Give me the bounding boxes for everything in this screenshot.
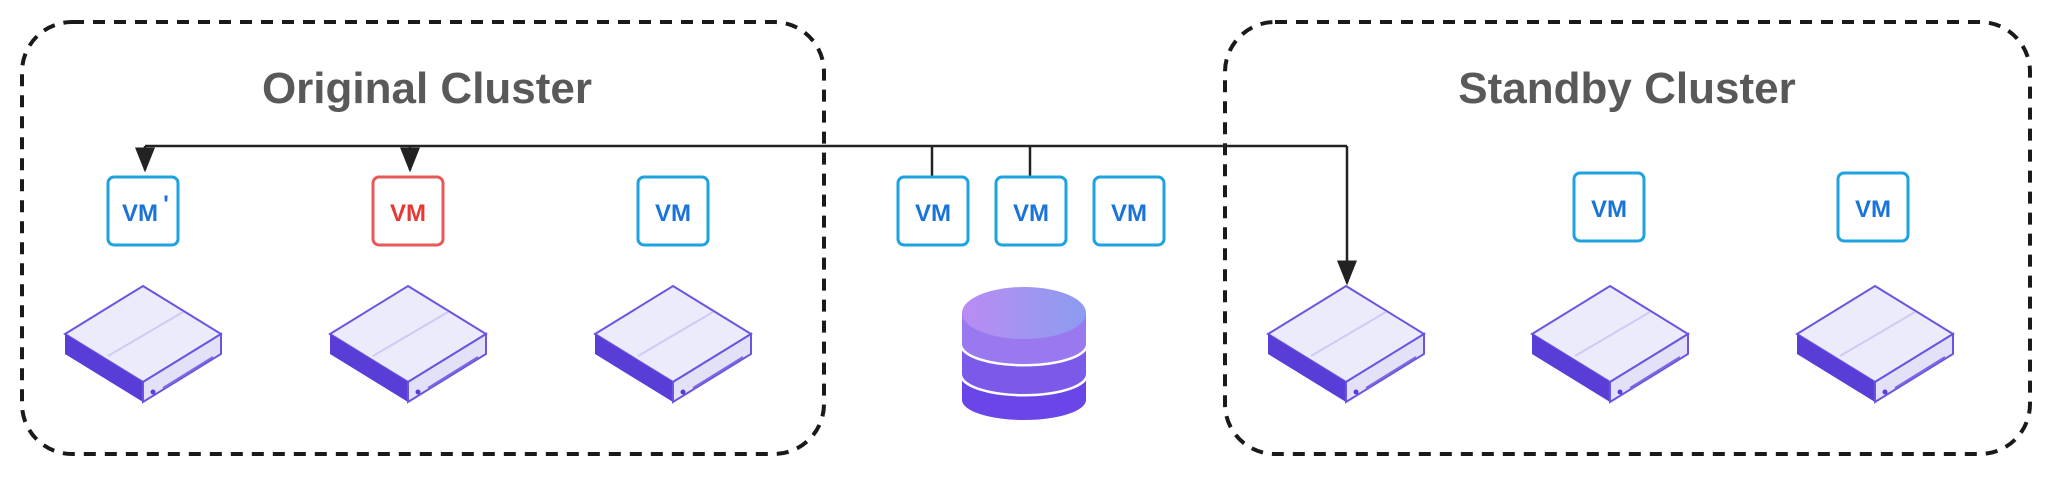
vm-label: VM [1111, 200, 1147, 227]
original-cluster-title: Original Cluster [262, 64, 592, 113]
database-icon[interactable] [959, 287, 1089, 420]
vm-original-third[interactable]: VM [636, 175, 710, 247]
vm-label: VM [915, 200, 951, 227]
vm-label: VM [1591, 196, 1627, 223]
migration-connectors [135, 144, 1357, 286]
vm-standby-1[interactable]: VM [1572, 171, 1646, 243]
server-icon[interactable] [1796, 285, 1954, 403]
vm-label: VM [655, 200, 691, 227]
vm-shared-3[interactable]: VM [1092, 175, 1166, 247]
standby-cluster-title: Standby Cluster [1458, 64, 1795, 113]
standby-cluster-boundary [1223, 20, 2032, 456]
server-icon[interactable] [1267, 285, 1425, 403]
vm-original-faulty[interactable]: VM [371, 175, 445, 247]
server-icon[interactable] [1531, 285, 1689, 403]
vm-label: VM [390, 200, 426, 227]
vm-shared-1[interactable]: VM [896, 175, 970, 247]
vm-label: VM [1855, 196, 1891, 223]
vm-label: VM [122, 200, 158, 227]
vm-shared-2[interactable]: VM [994, 175, 1068, 247]
server-icon[interactable] [329, 285, 487, 403]
server-icon[interactable] [64, 285, 222, 403]
original-cluster-boundary [20, 20, 826, 456]
vm-prime-mark: ' [163, 191, 169, 218]
vm-original-migrated[interactable]: VM ' [106, 175, 180, 247]
vm-label: VM [1013, 200, 1049, 227]
vm-standby-2[interactable]: VM [1836, 171, 1910, 243]
server-icon[interactable] [594, 285, 752, 403]
